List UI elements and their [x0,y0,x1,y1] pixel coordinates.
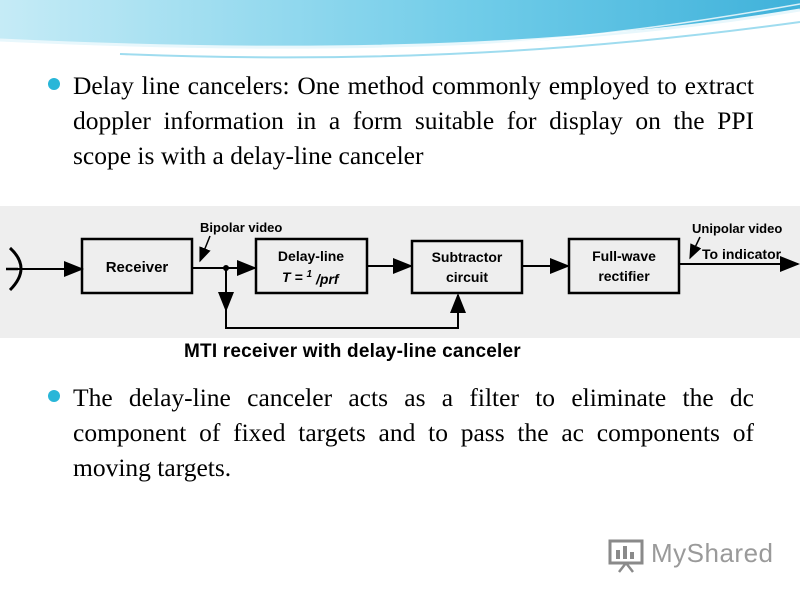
bullet-dot [48,390,60,402]
to-indicator-label: To indicator [702,246,782,262]
rectifier-block [567,237,681,295]
logo-text: MyShared [651,538,774,568]
delay-line-formula: T = 1 /prf [282,264,340,287]
bullet-item-1: Delay line cancelers: One method commonl… [48,68,754,173]
presentation-screen-icon [608,539,644,573]
rectifier-label-2: rectifier [598,268,650,284]
bullet-text: The delay-line canceler acts as a filter… [73,383,754,482]
receiver-block [80,237,194,295]
rectifier-label-1: Full-wave [592,248,656,264]
myshared-logo: MyShared [607,536,773,576]
diagram-caption: MTI receiver with delay-line canceler [184,341,521,362]
bullet-text: Delay line cancelers: One method commonl… [73,71,754,170]
block-diagram: Receiver Bipolar video Delay-line T = 1 … [0,206,800,338]
bipolar-video-label: Bipolar video [200,220,282,235]
bullet-item-2: The delay-line canceler acts as a filter… [48,380,754,485]
subtractor-label-1: Subtractor [432,249,503,265]
subtractor-label-2: circuit [446,269,488,285]
receiver-label: Receiver [106,259,169,276]
header-swoosh [0,0,800,59]
unipolar-video-label: Unipolar video [692,221,782,236]
delay-line-label: Delay-line [278,248,344,264]
bullet-dot [48,78,60,90]
